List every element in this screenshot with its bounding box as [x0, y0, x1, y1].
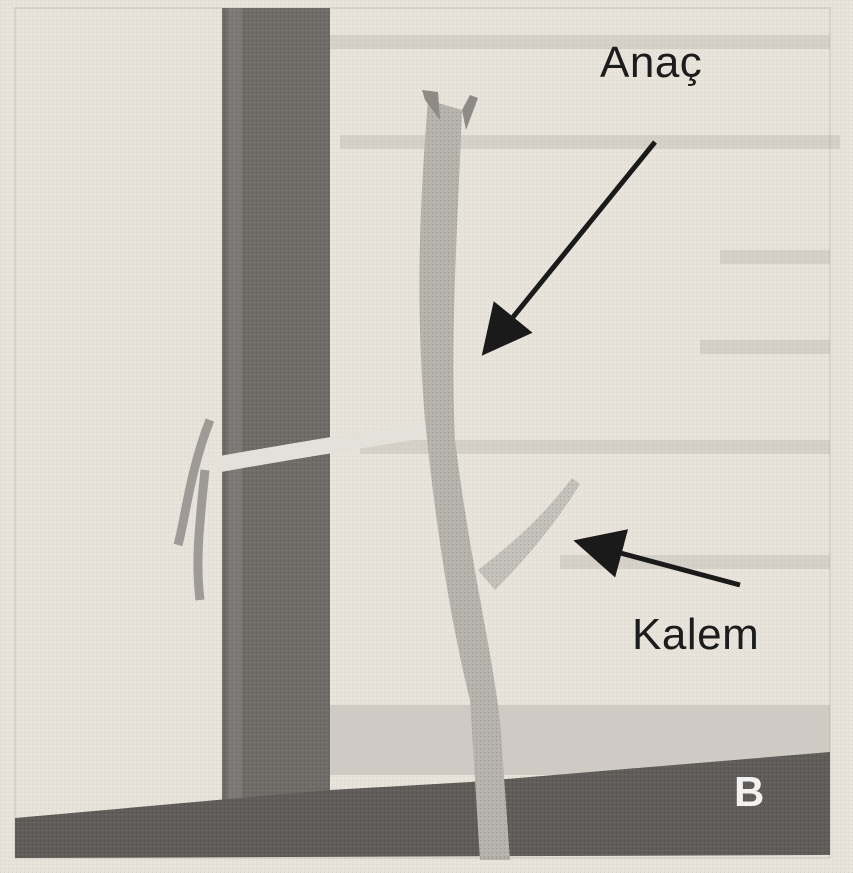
- panel-letter-label: B: [734, 768, 764, 816]
- scion-label: Kalem: [632, 610, 759, 660]
- rootstock-label: Anaç: [600, 38, 702, 88]
